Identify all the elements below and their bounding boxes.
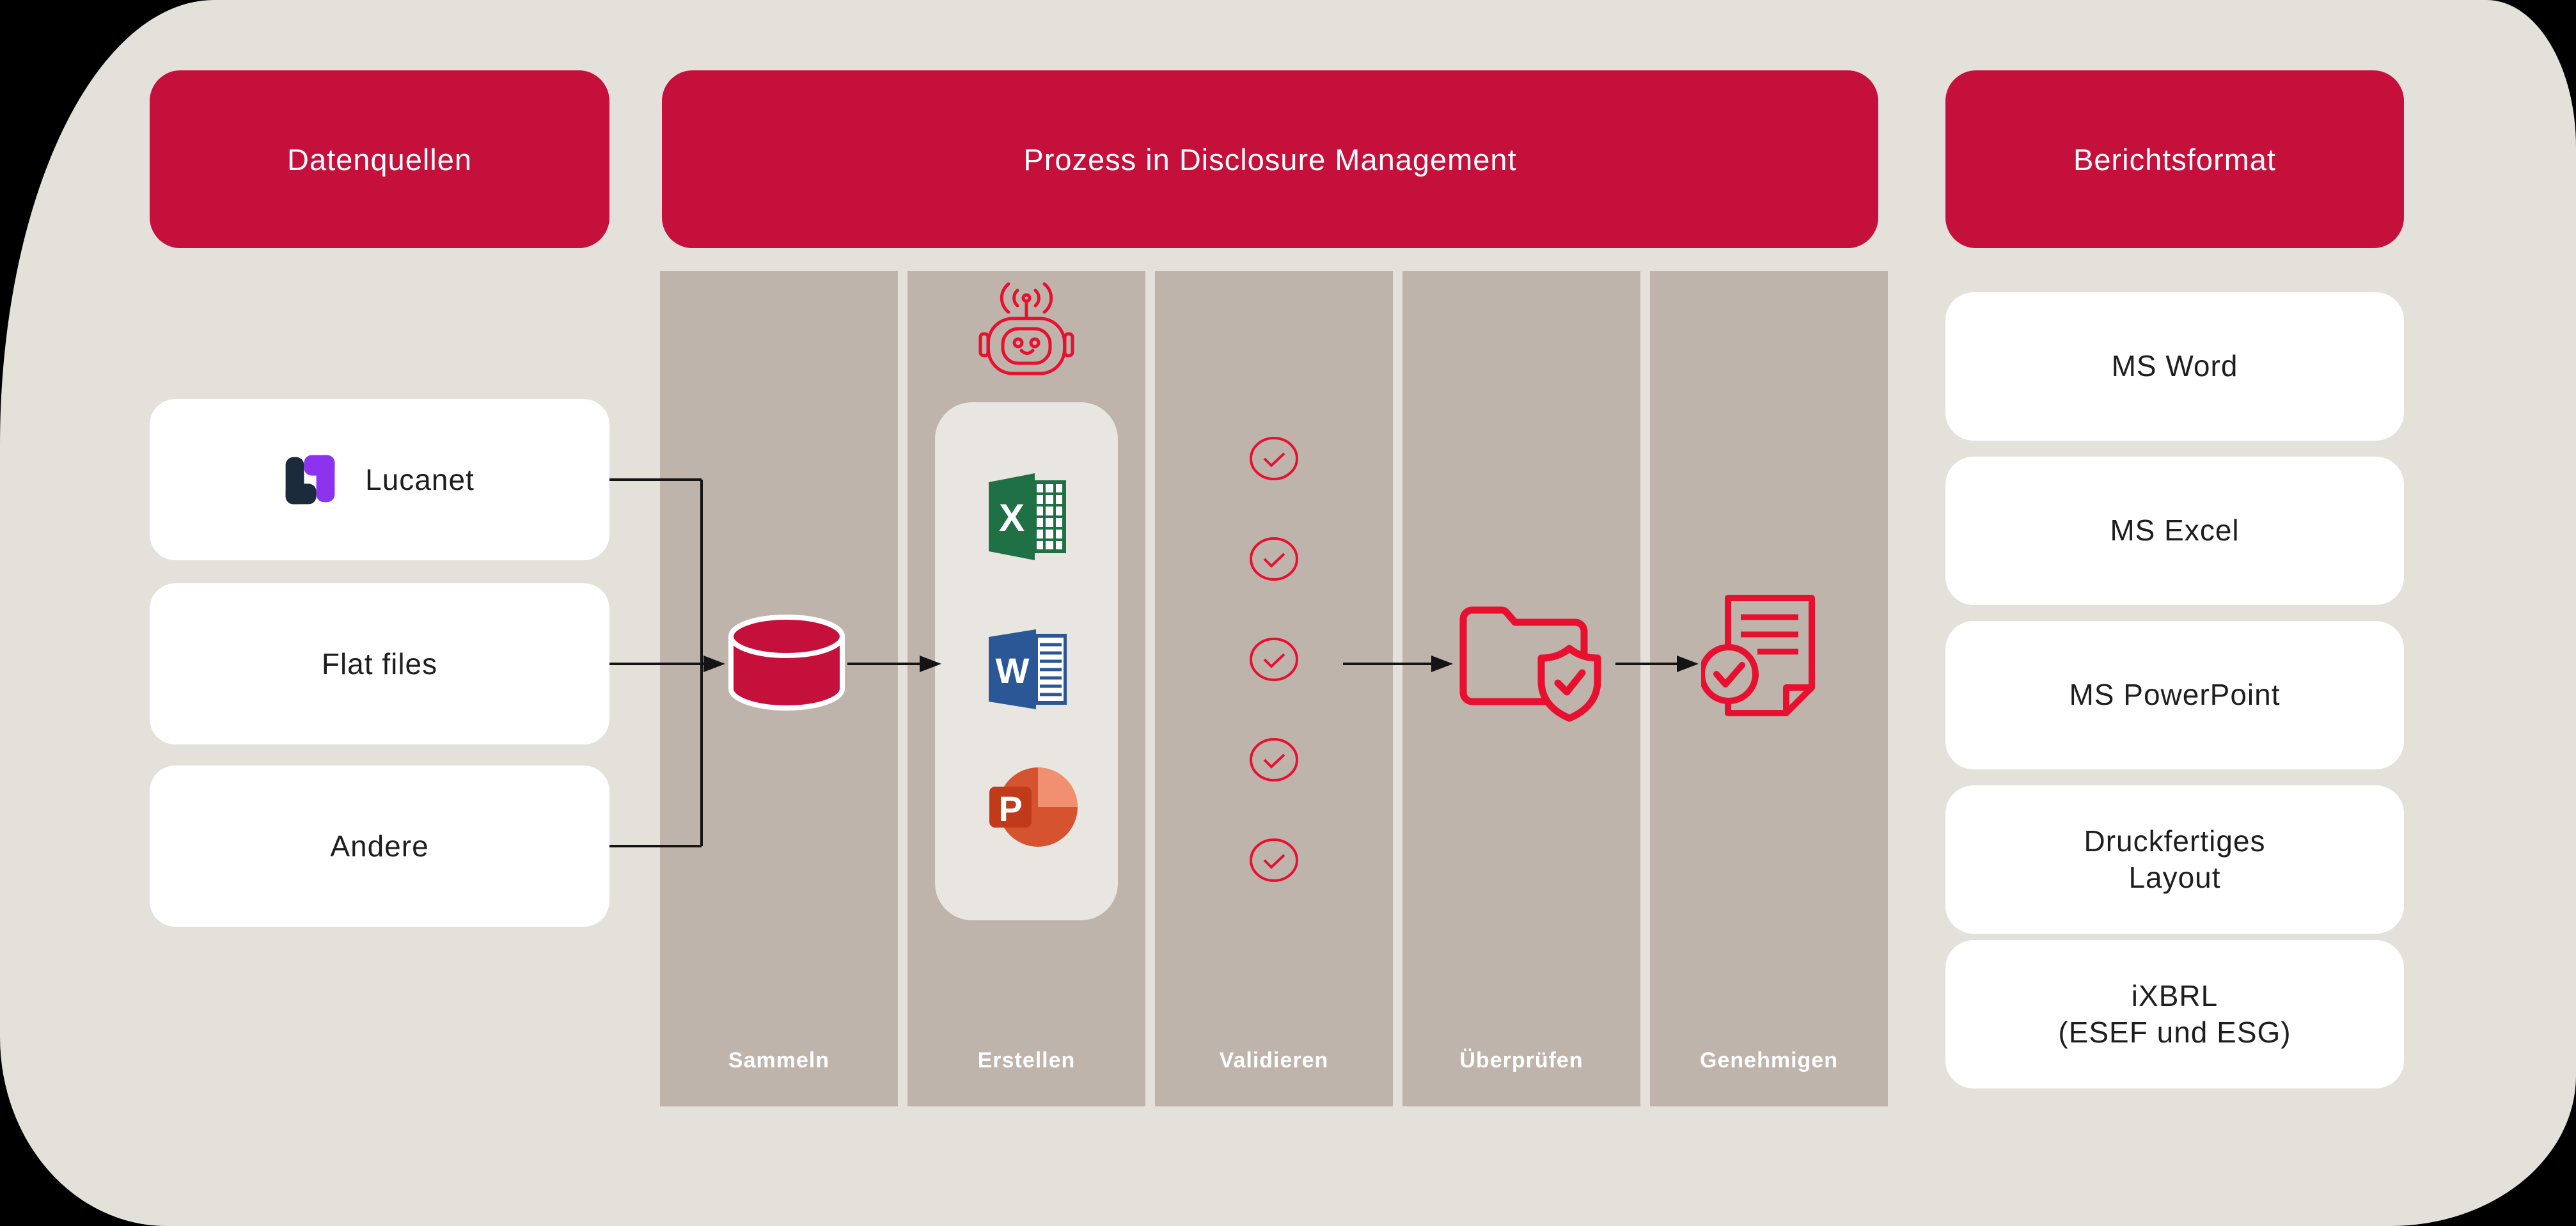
format-label: MS Excel — [2110, 514, 2240, 547]
pill-label: Berichtsformat — [2073, 142, 2276, 177]
format-label: iXBRL (ESEF und ESG) — [2058, 978, 2291, 1049]
process-column-ueberpruefen: Überprüfen — [1402, 271, 1640, 1106]
ms-word-icon: W — [989, 629, 1067, 709]
powerpoint-letter: P — [998, 789, 1022, 829]
format-card-ixbrl: iXBRL (ESEF und ESG) — [1945, 940, 2404, 1088]
column-label: Genehmigen — [1700, 1048, 1838, 1073]
format-card-druckfertiges-layout: Druckfertiges Layout — [1945, 785, 2404, 934]
format-label: MS Word — [2111, 349, 2238, 383]
database-icon — [728, 615, 845, 711]
process-column-genehmigen: Genehmigen — [1650, 271, 1888, 1106]
column-label: Sammeln — [728, 1048, 830, 1073]
word-letter: W — [996, 650, 1030, 691]
header-pill-berichtsformat: Berichtsformat — [1945, 70, 2404, 248]
check-circle-icon — [1250, 838, 1298, 882]
source-card-lucanet: Lucanet — [150, 399, 609, 560]
process-column-validieren: Validieren — [1155, 271, 1393, 1106]
ms-excel-icon: X — [989, 473, 1066, 560]
ms-powerpoint-icon: P — [989, 767, 1078, 847]
excel-letter: X — [999, 496, 1025, 539]
header-pill-datenquellen: Datenquellen — [150, 70, 609, 248]
robot-icon — [978, 282, 1074, 375]
format-card-ms-word: MS Word — [1945, 292, 2404, 441]
source-label: Lucanet — [365, 463, 475, 496]
lucanet-logo-icon — [285, 455, 335, 505]
approved-document-icon — [1701, 595, 1815, 716]
pill-label: Datenquellen — [287, 142, 472, 177]
format-card-ms-powerpoint: MS PowerPoint — [1945, 621, 2404, 769]
column-label: Erstellen — [977, 1048, 1076, 1073]
header-pill-prozess: Prozess in Disclosure Management — [662, 70, 1878, 248]
format-label: MS PowerPoint — [2069, 678, 2281, 712]
source-label: Flat files — [321, 647, 438, 680]
source-card-andere: Andere — [150, 766, 609, 927]
format-label: Druckfertiges Layout — [2084, 824, 2266, 895]
source-card-flat-files: Flat files — [150, 583, 609, 744]
pill-label: Prozess in Disclosure Management — [1023, 142, 1517, 177]
column-label: Validieren — [1219, 1048, 1329, 1073]
check-circle-icon — [1250, 738, 1298, 782]
source-label: Andere — [330, 829, 429, 863]
check-circle-icon — [1250, 437, 1298, 480]
folder-shield-icon — [1459, 606, 1601, 722]
check-circle-icon — [1250, 638, 1298, 681]
format-card-ms-excel: MS Excel — [1945, 457, 2404, 605]
check-circle-icon — [1250, 537, 1298, 581]
column-label: Überprüfen — [1459, 1048, 1583, 1073]
